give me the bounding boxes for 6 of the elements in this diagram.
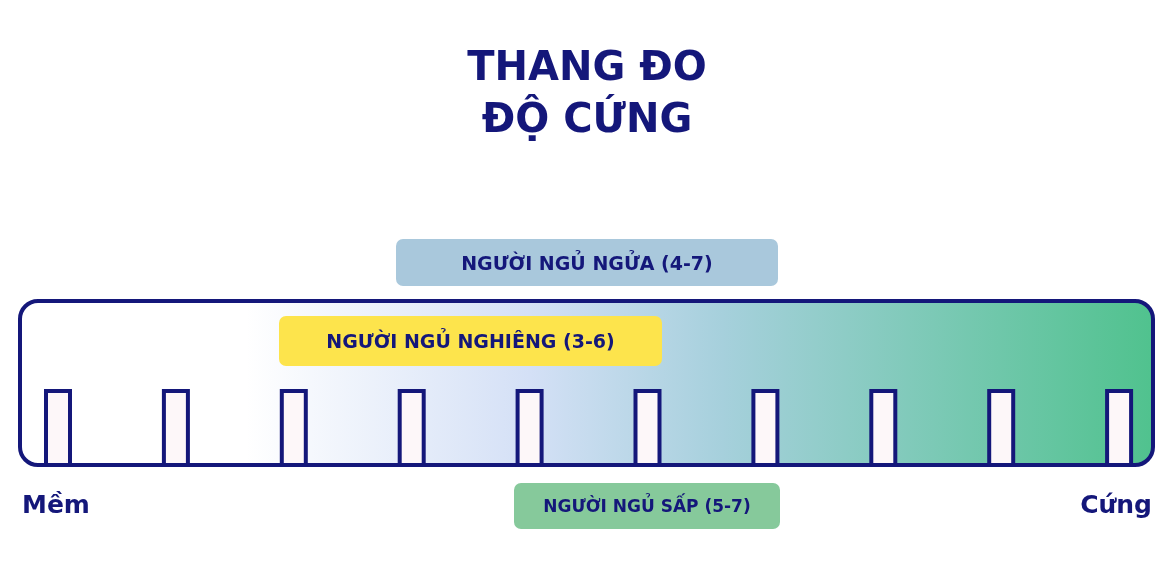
title: THANG ĐO ĐỘ CỨNG bbox=[466, 42, 708, 143]
scale-end-label: Cứng bbox=[1080, 490, 1152, 519]
range-label: NGƯỜI NGỦ SẤP (5-7) bbox=[514, 483, 780, 529]
scale-end-label: Mềm bbox=[22, 490, 90, 519]
range-label: NGƯỜI NGỦ NGỬA (4-7) bbox=[396, 239, 778, 286]
range-label: NGƯỜI NGỦ NGHIÊNG (3-6) bbox=[279, 316, 662, 366]
